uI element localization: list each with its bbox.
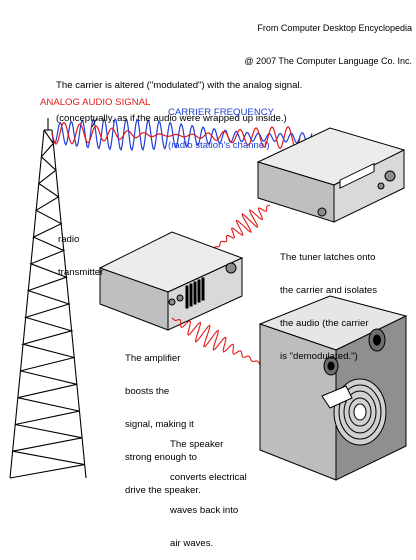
credit-line-2: @ 2007 The Computer Language Co. Inc. xyxy=(244,56,412,66)
carrier-frequency-label: CARRIER FREQUENCY (radio station's chann… xyxy=(168,85,274,162)
amplifier-description: The amplifier boosts the signal, making … xyxy=(125,331,201,507)
carrier-modulation-note: The carrier is altered ("modulated") wit… xyxy=(56,58,302,135)
radio-diagram xyxy=(9,117,408,481)
credit-notice: From Computer Desktop Encyclopedia @ 200… xyxy=(244,1,412,78)
amplifier-volume-knob-icon xyxy=(225,262,237,274)
amplifier-device xyxy=(98,231,244,331)
speaker-line-2: converts electrical xyxy=(170,472,247,483)
tuner-line-3: the audio (the carrier xyxy=(280,318,369,329)
credit-line-1: From Computer Desktop Encyclopedia xyxy=(257,23,412,33)
amplifier-line-5: drive the speaker. xyxy=(125,485,201,496)
carrier-note-line-2: (conceptually, as if the audio were wrap… xyxy=(56,113,287,124)
tuner-line-1: The tuner latches onto xyxy=(280,252,376,263)
carrier-frequency-line-2: (radio station's channel) xyxy=(168,140,270,151)
amplifier-line-3: signal, making it xyxy=(125,419,194,430)
radio-transmitter-label: radio transmitter xyxy=(58,212,103,289)
radio-transmitter-line-2: transmitter xyxy=(58,267,104,278)
tuner-line-2: the carrier and isolates xyxy=(280,285,378,296)
demodulated-audio-wave xyxy=(209,204,271,253)
tuner-description: The tuner latches onto the carrier and i… xyxy=(280,230,377,373)
tuner-knob-icon xyxy=(384,170,396,182)
amplifier-line-4: strong enough to xyxy=(125,452,198,463)
speaker-line-1: The speaker xyxy=(170,439,224,450)
carrier-frequency-line-1: CARRIER FREQUENCY xyxy=(168,107,275,118)
speaker-device xyxy=(258,295,408,481)
carrier-note-line-1: The carrier is altered ("modulated") wit… xyxy=(56,80,303,91)
analog-audio-signal-wave xyxy=(51,121,301,150)
tuner-line-4: is "demodulated.") xyxy=(280,351,358,362)
speaker-line-4: air waves. xyxy=(170,538,214,549)
speaker-description: The speaker converts electrical waves ba… xyxy=(170,417,247,560)
speaker-line-3: waves back into xyxy=(170,505,239,516)
radio-transmitter-tower xyxy=(9,118,87,479)
amplifier-sliders-icon xyxy=(185,277,205,309)
amplifier-line-2: boosts the xyxy=(125,386,170,397)
analog-audio-signal-label: ANALOG AUDIO SIGNAL xyxy=(40,97,151,108)
audio-label-pointer xyxy=(91,117,98,128)
amplified-audio-wave xyxy=(171,317,269,369)
radio-transmitter-line-1: radio xyxy=(58,234,80,245)
amplifier-line-1: The amplifier xyxy=(125,353,181,364)
tuner-device xyxy=(256,127,406,223)
